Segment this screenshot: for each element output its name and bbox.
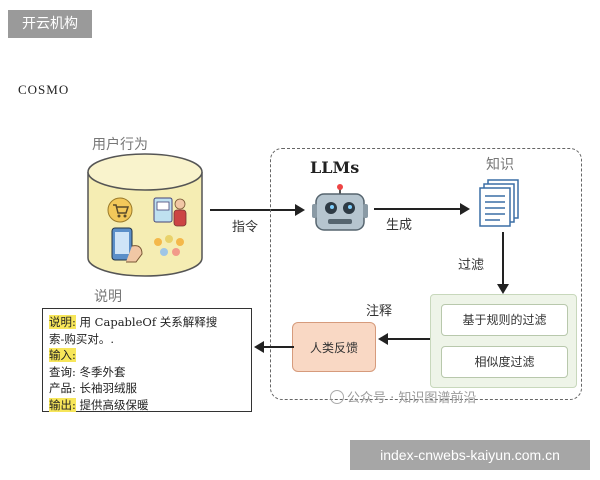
section-title: COSMO — [18, 82, 70, 97]
site-url-badge: index-cnwebs-kaiyun.com.cn — [350, 440, 590, 470]
user-behavior-database-icon — [87, 153, 203, 277]
rule-based-filter: 基于规则的过滤 — [441, 304, 568, 336]
explanation-box: 说明: 用 CapableOf 关系解释搜 索-购买对。. 输入: 查询: 冬季… — [42, 308, 252, 412]
explanation-line-4: 查询: 冬季外套 — [49, 364, 126, 379]
explanation-line-5: 产品: 长袖羽绒服 — [49, 381, 138, 395]
filter-label: 过滤 — [458, 258, 485, 273]
brand-badge: 开云机构 — [8, 10, 92, 38]
documents-icon — [479, 179, 519, 227]
instruction-arrow — [210, 204, 305, 216]
filter-module: 基于规则的过滤 相似度过滤 — [430, 294, 577, 388]
explanation-line-3: 输入: — [49, 348, 76, 362]
explanation-line-6: 输出: 提供高级保暖 — [49, 397, 149, 412]
cosmo-pipeline-panel — [270, 148, 582, 400]
explanation-line-1: 说明: 用 CapableOf 关系解释搜 — [49, 315, 218, 329]
generate-label: 生成 — [386, 218, 413, 233]
explanation-line-2: 索-购买对。. — [49, 331, 115, 346]
annotation-arrow — [378, 333, 430, 345]
robot-icon — [312, 184, 368, 231]
wechat-logo-icon — [330, 390, 344, 404]
user-behavior-label: 用户行为 — [92, 137, 148, 153]
instruction-label: 指令 — [232, 220, 259, 235]
online-store-icon — [153, 197, 187, 227]
generate-arrow — [374, 203, 470, 215]
filter-arrow — [497, 232, 509, 294]
explanation-label: 说明 — [94, 289, 122, 305]
similarity-filter: 相似度过滤 — [441, 346, 568, 378]
mobile-shopping-icon — [111, 227, 143, 263]
ratings-icon — [154, 235, 184, 256]
output-arrow — [254, 341, 294, 353]
watermark: 公众号 · 知识图谱前沿 — [330, 387, 476, 406]
llms-label: LLMs — [310, 158, 360, 177]
annotation-label: 注释 — [366, 304, 393, 319]
shopping-cart-icon — [107, 197, 133, 223]
human-feedback-box: 人类反馈 — [292, 322, 376, 372]
knowledge-label: 知识 — [486, 157, 514, 173]
